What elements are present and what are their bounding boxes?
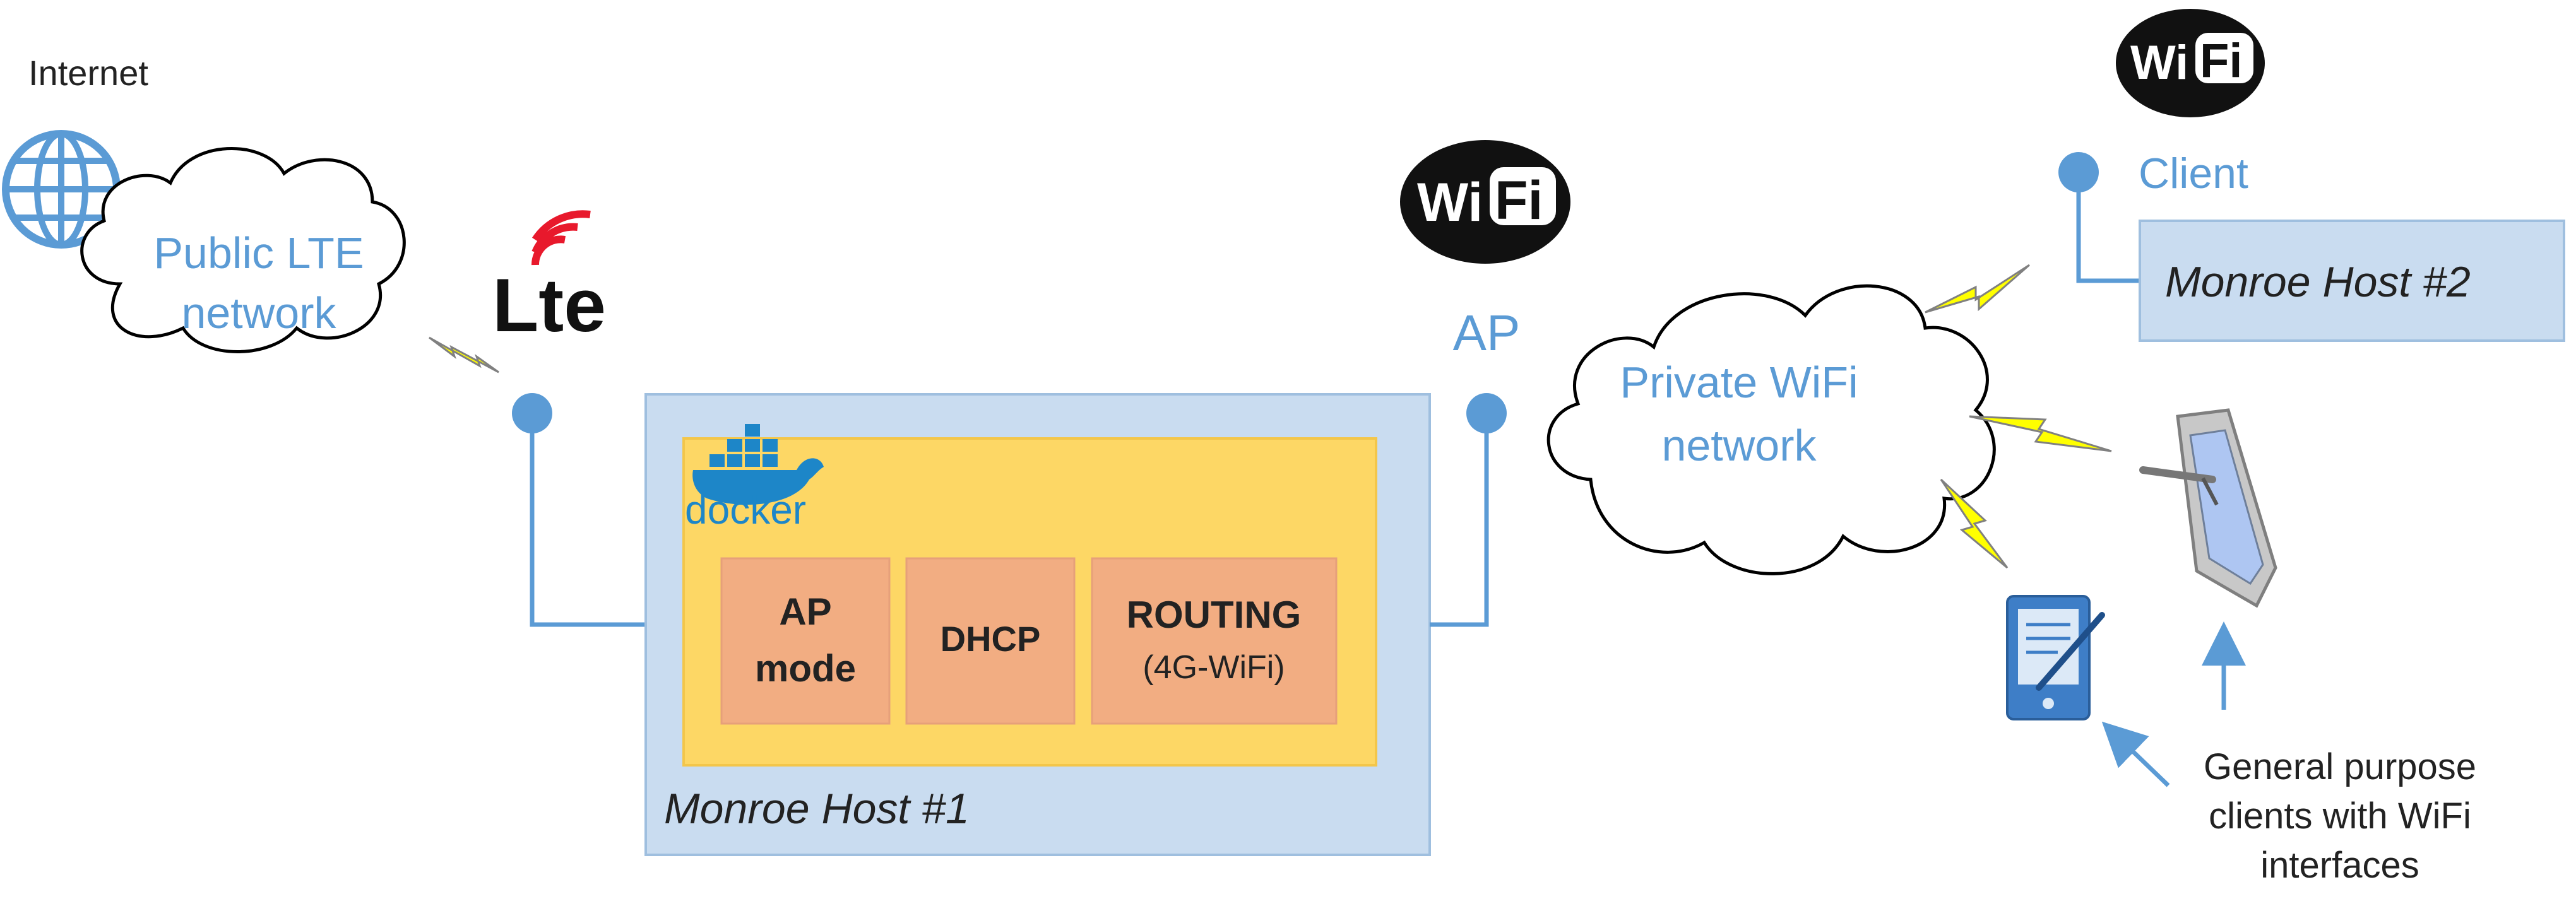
ap-label: AP: [1453, 305, 1521, 361]
tablet-icon: [2139, 408, 2277, 608]
service-dhcp-label: DHCP: [941, 619, 1041, 659]
lte-logo-text: Lte: [492, 263, 606, 348]
wifi-logo-icon: Wi Fi: [1400, 140, 1570, 264]
arrow-to-handheld: [2101, 721, 2170, 787]
lightning-tablet-icon: [1969, 415, 2112, 452]
service-routing-line1: ROUTING: [1127, 594, 1302, 636]
docker-logo-text: docker: [685, 487, 806, 532]
lightning-lte-icon: [429, 336, 499, 373]
service-ap-line1: AP: [779, 591, 831, 633]
service-box-routing: [1091, 557, 1338, 725]
public-lte-label-line2: network: [181, 288, 336, 338]
monroe-host-2-label: Monroe Host #2: [2165, 258, 2471, 306]
wifi-logo-client-icon: Wi Fi: [2116, 9, 2265, 117]
lte-antenna-connector: [512, 393, 646, 627]
service-ap-line2: mode: [755, 647, 856, 690]
public-lte-label-line1: Public LTE: [153, 228, 364, 278]
monroe-host-2-box: [2139, 220, 2565, 342]
handheld-device-icon: [2006, 595, 2105, 720]
monroe-host-1-label: Monroe Host #1: [664, 785, 970, 833]
lte-logo-icon: Lte: [492, 210, 606, 348]
public-lte-cloud: [80, 146, 406, 353]
wifi-logo-fi-text: Fi: [1495, 170, 1543, 231]
docker-whale-icon: [692, 424, 824, 505]
clients-caption-line3: interfaces: [2260, 845, 2419, 886]
service-box-ap-mode: [720, 557, 891, 725]
client-label: Client: [2139, 150, 2248, 197]
private-wifi-label-line2: network: [1661, 421, 1817, 470]
service-box-dhcp: [905, 557, 1076, 725]
internet-label: Internet: [28, 53, 148, 93]
client-antenna-connector: [2058, 152, 2140, 283]
private-wifi-cloud: [1546, 284, 1996, 575]
clients-caption-line1: General purpose: [2204, 746, 2476, 787]
wifi-client-wi-text: Wi: [2130, 36, 2188, 90]
wifi-logo-wi-text: Wi: [1417, 172, 1483, 233]
service-routing-line2: (4G-WiFi): [1143, 649, 1285, 686]
lightning-pda-icon: [1940, 478, 2009, 569]
lightning-host2-icon: [1925, 264, 2030, 314]
clients-caption-line2: clients with WiFi: [2209, 796, 2471, 837]
ap-antenna-connector: [1430, 393, 1507, 627]
wifi-client-fi-text: Fi: [2200, 34, 2243, 88]
private-wifi-label-line1: Private WiFi: [1620, 358, 1858, 407]
